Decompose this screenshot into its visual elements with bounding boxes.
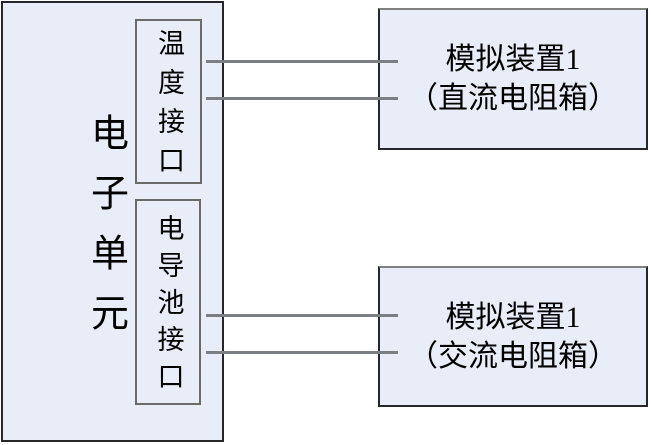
conductivity-cell-interface-label: 电导池接口 — [153, 213, 184, 399]
electronic-unit-label: 电子单元 — [84, 112, 127, 353]
simulated-device-dc-title: 模拟装置1 — [445, 43, 581, 76]
simulated-device-dc-subtitle: （直流电阻箱） — [408, 82, 618, 115]
temperature-wire-1 — [206, 60, 398, 63]
conductivity-wire-1 — [206, 314, 398, 317]
simulated-device-ac-subtitle: （交流电阻箱） — [408, 339, 618, 373]
conductivity-wire-2 — [206, 351, 398, 354]
simulated-device-dc-box: 模拟装置1 （直流电阻箱） — [378, 8, 648, 150]
temperature-interface-box: 温度接口 — [135, 19, 202, 185]
simulated-device-ac-title: 模拟装置1 — [445, 300, 581, 334]
temperature-interface-label: 温度接口 — [154, 28, 184, 185]
temperature-wire-2 — [206, 97, 398, 100]
simulated-device-ac-box: 模拟装置1 （交流电阻箱） — [378, 266, 648, 407]
conductivity-cell-interface-box: 电导池接口 — [135, 199, 201, 405]
